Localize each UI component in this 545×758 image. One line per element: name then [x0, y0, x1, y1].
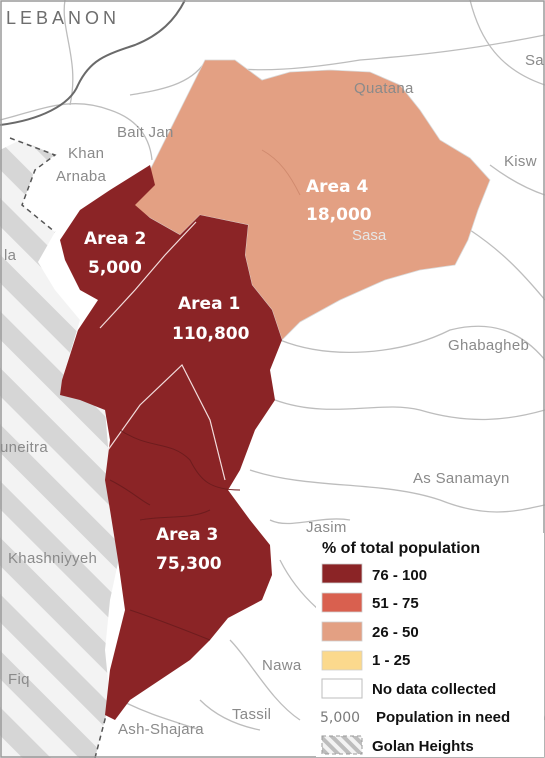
- area-4-name: Area 4: [306, 177, 368, 197]
- golan-boundary: [9, 137, 57, 233]
- legend-swatch-golan: [321, 735, 363, 755]
- legend-swatch-1-25: [321, 650, 363, 671]
- place-label-ghabagheb: Ghabagheb: [448, 337, 529, 354]
- area-1-population: 110,800: [172, 324, 250, 344]
- place-label-jasim: Jasim: [306, 519, 347, 536]
- legend-title: % of total population: [322, 540, 480, 557]
- legend-swatch-51-75: [321, 592, 363, 613]
- area-4-population: 18,000: [306, 205, 372, 225]
- legend-label-51-75: 51 - 75: [372, 595, 419, 612]
- legend-label-26-50: 26 - 50: [372, 624, 419, 641]
- road-network: [0, 0, 545, 731]
- place-label-khashniyyeh: Khashniyyeh: [8, 550, 97, 567]
- legend-swatch-76-100: [321, 563, 363, 584]
- legend-swatch-26-50: [321, 621, 363, 642]
- place-label-as-sanamayn: As Sanamayn: [413, 470, 510, 487]
- place-label-khan: Khan: [68, 145, 104, 162]
- place-label-ash-shajara: Ash-Shajara: [118, 721, 204, 738]
- legend-label-1-25: 1 - 25: [372, 652, 410, 669]
- area-3-name: Area 3: [156, 525, 218, 545]
- area-1-2-3-region: [60, 165, 282, 720]
- legend: % of total population 76 - 100 51 - 75 2…: [316, 533, 544, 757]
- legend-swatch-no-data: [321, 678, 363, 699]
- place-label-kisw: Kisw: [504, 153, 537, 170]
- place-label-sa: Sa: [525, 52, 544, 69]
- area-2-population: 5,000: [88, 258, 142, 278]
- legend-population-sample: 5,000: [320, 710, 360, 726]
- legend-label-76-100: 76 - 100: [372, 567, 427, 584]
- area-1-name: Area 1: [178, 294, 240, 314]
- golan-heights-region: [0, 140, 125, 758]
- place-label-nawa: Nawa: [262, 657, 302, 674]
- area-internal-borders: [99, 149, 301, 641]
- legend-label-no-data: No data collected: [372, 681, 496, 698]
- place-label-bait-jan: Bait Jan: [117, 124, 174, 141]
- place-label-sasa: Sasa: [352, 227, 387, 244]
- place-label-quatana: Quatana: [354, 80, 414, 97]
- legend-label-golan: Golan Heights: [372, 738, 474, 755]
- place-label-la: la: [4, 247, 17, 264]
- legend-population-label: Population in need: [376, 709, 510, 726]
- country-label: LEBANON: [6, 8, 120, 28]
- place-label-fiq: Fiq: [8, 671, 30, 688]
- area-3-population: 75,300: [156, 554, 222, 574]
- country-border: [0, 0, 186, 126]
- place-label-arnaba: Arnaba: [56, 168, 107, 185]
- place-label-uneitra: uneitra: [0, 439, 48, 456]
- area-2-name: Area 2: [84, 229, 146, 249]
- place-label-tassil: Tassil: [232, 706, 271, 723]
